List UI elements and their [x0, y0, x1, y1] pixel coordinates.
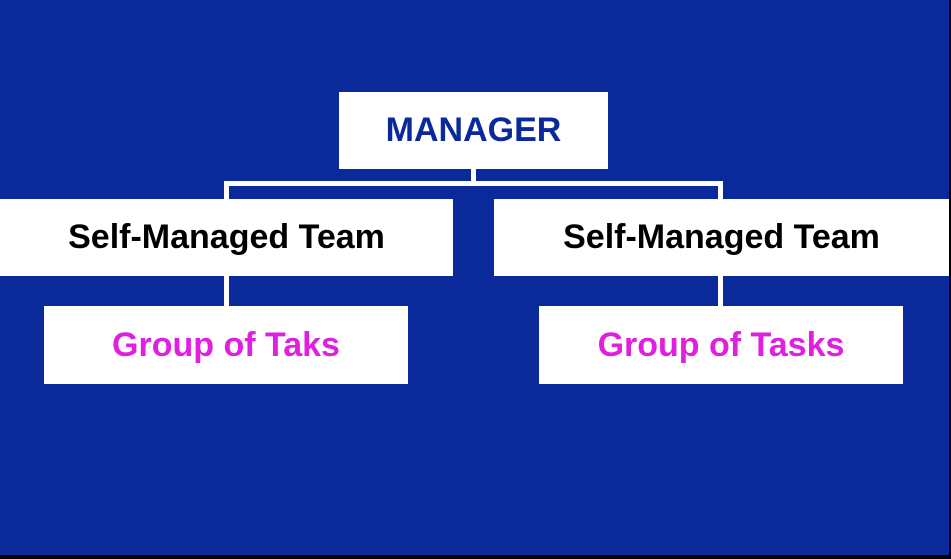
task-label-left: Group of Taks	[112, 325, 340, 364]
team-label-left: Self-Managed Team	[68, 218, 385, 256]
team-box-left: Self-Managed Team	[0, 199, 453, 276]
manager-label: MANAGER	[385, 111, 562, 149]
connector-right-team-to-task	[718, 276, 723, 307]
manager-box: MANAGER	[339, 92, 608, 169]
team-box-right: Self-Managed Team	[494, 199, 949, 276]
task-box-left: Group of Taks	[44, 306, 408, 384]
team-label-right: Self-Managed Team	[563, 218, 880, 256]
connector-left-drop	[224, 181, 229, 200]
task-box-right: Group of Tasks	[539, 306, 903, 384]
task-label-right: Group of Tasks	[597, 325, 845, 364]
connector-manager-stem	[471, 169, 476, 185]
connector-right-drop	[718, 181, 723, 200]
connector-left-team-to-task	[224, 276, 229, 307]
connector-horizontal-bar	[224, 181, 723, 186]
